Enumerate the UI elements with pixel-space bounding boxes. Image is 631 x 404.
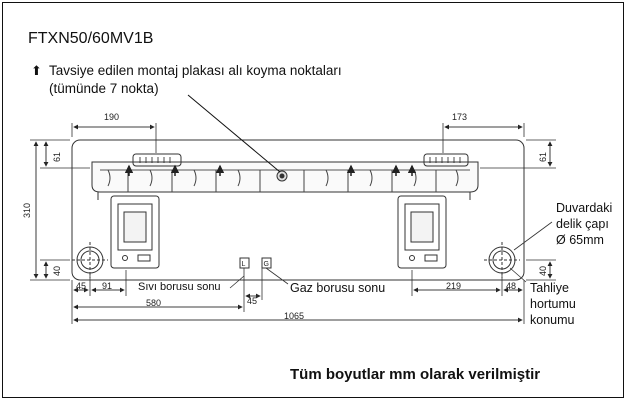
left-bracket	[110, 195, 160, 269]
liquid-pipe-mark-text: L	[242, 261, 246, 268]
unit-outline	[71, 139, 525, 281]
liquid-pipe-label: Sıvı borusu sonu	[138, 281, 221, 293]
wall-hole-label-3: Ø 65mm	[556, 233, 604, 247]
mounting-plate	[91, 153, 479, 200]
gas-pipe-label: Gaz borusu sonu	[290, 281, 385, 295]
dim-1065: 1065	[284, 311, 304, 321]
diagram-frame	[2, 2, 624, 398]
dim-45-mid: 45	[247, 296, 257, 306]
legend-leader-line	[187, 94, 281, 173]
wall-hole-label-2: delik çapı	[556, 217, 609, 231]
drain-label-1: Tahliye	[530, 281, 569, 295]
liquid-pipe-marker: L	[239, 257, 250, 269]
dim-580: 580	[146, 298, 161, 308]
legend-line-1: Tavsiye edilen montaj plakası alı koyma …	[49, 63, 342, 78]
dim-45-left: 45	[76, 281, 86, 291]
dim-219: 219	[446, 281, 461, 291]
wall-hole-left	[72, 242, 108, 278]
dim-48: 48	[506, 281, 516, 291]
right-bracket	[397, 195, 447, 269]
legend-line-2: (tümünde 7 nokta)	[49, 81, 159, 96]
dimension-lines	[30, 123, 556, 324]
model-title: FTXN50/60MV1B	[28, 30, 154, 47]
dim-173: 173	[452, 112, 467, 122]
wall-hole-label-1: Duvardaki	[556, 201, 612, 215]
dim-40-right: 40	[538, 266, 548, 276]
dim-190: 190	[104, 112, 119, 122]
mounting-point-arrows	[124, 164, 417, 176]
footer-note: Tüm boyutlar mm olarak verilmiştir	[290, 366, 541, 383]
gas-pipe-mark-text: G	[264, 261, 269, 268]
gas-pipe-marker: G	[261, 257, 272, 269]
dim-61-left: 61	[52, 152, 62, 162]
dim-91: 91	[102, 281, 112, 291]
dim-40-left: 40	[52, 266, 62, 276]
dim-61-right: 61	[538, 152, 548, 162]
arrow-up-icon: ⬆	[31, 63, 42, 78]
drain-label-3: konumu	[530, 313, 575, 327]
dim-310: 310	[22, 203, 32, 218]
drain-label-2: hortumu	[530, 297, 576, 311]
